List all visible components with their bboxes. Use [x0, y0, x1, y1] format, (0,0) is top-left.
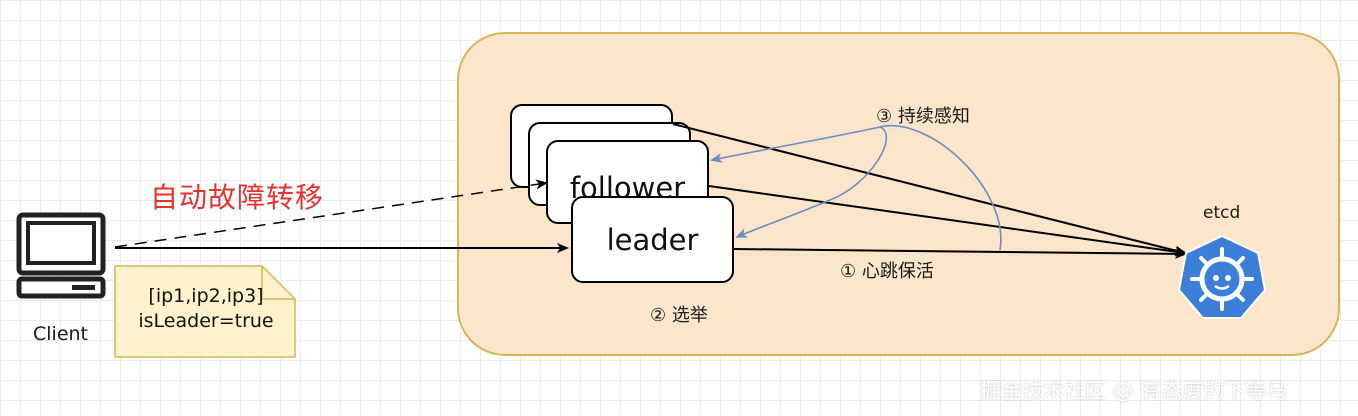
watermark: 掘金技术社区 @ 有态度的下等马 — [980, 379, 1288, 403]
failover-arrow — [114, 179, 548, 248]
note-ip-list: [ip1,ip2,ip3] — [148, 285, 264, 307]
leader-node: leader — [571, 196, 734, 283]
failover-label: 自动故障转移 — [150, 181, 325, 214]
leader-to-etcd-line — [733, 248, 1187, 259]
note-is-leader: isLeader=true — [138, 310, 274, 332]
step1-label: ① 心跳保活 — [840, 261, 934, 282]
etcd-label: etcd — [1203, 203, 1241, 223]
client-note-text: [ip1,ip2,ip3] isLeader=true — [117, 284, 295, 334]
computer-monitor-icon — [16, 212, 106, 299]
follower-back-to-etcd-line — [672, 123, 1187, 256]
step3-label: ③ 持续感知 — [876, 106, 970, 127]
etcd-logo-icon — [1177, 234, 1267, 319]
follower-to-etcd-line — [708, 185, 1187, 257]
leader-label: leader — [606, 222, 699, 257]
client-label: Client — [33, 323, 89, 345]
step2-label: ② 选举 — [650, 305, 708, 326]
sense-arrow-leader — [735, 126, 888, 238]
